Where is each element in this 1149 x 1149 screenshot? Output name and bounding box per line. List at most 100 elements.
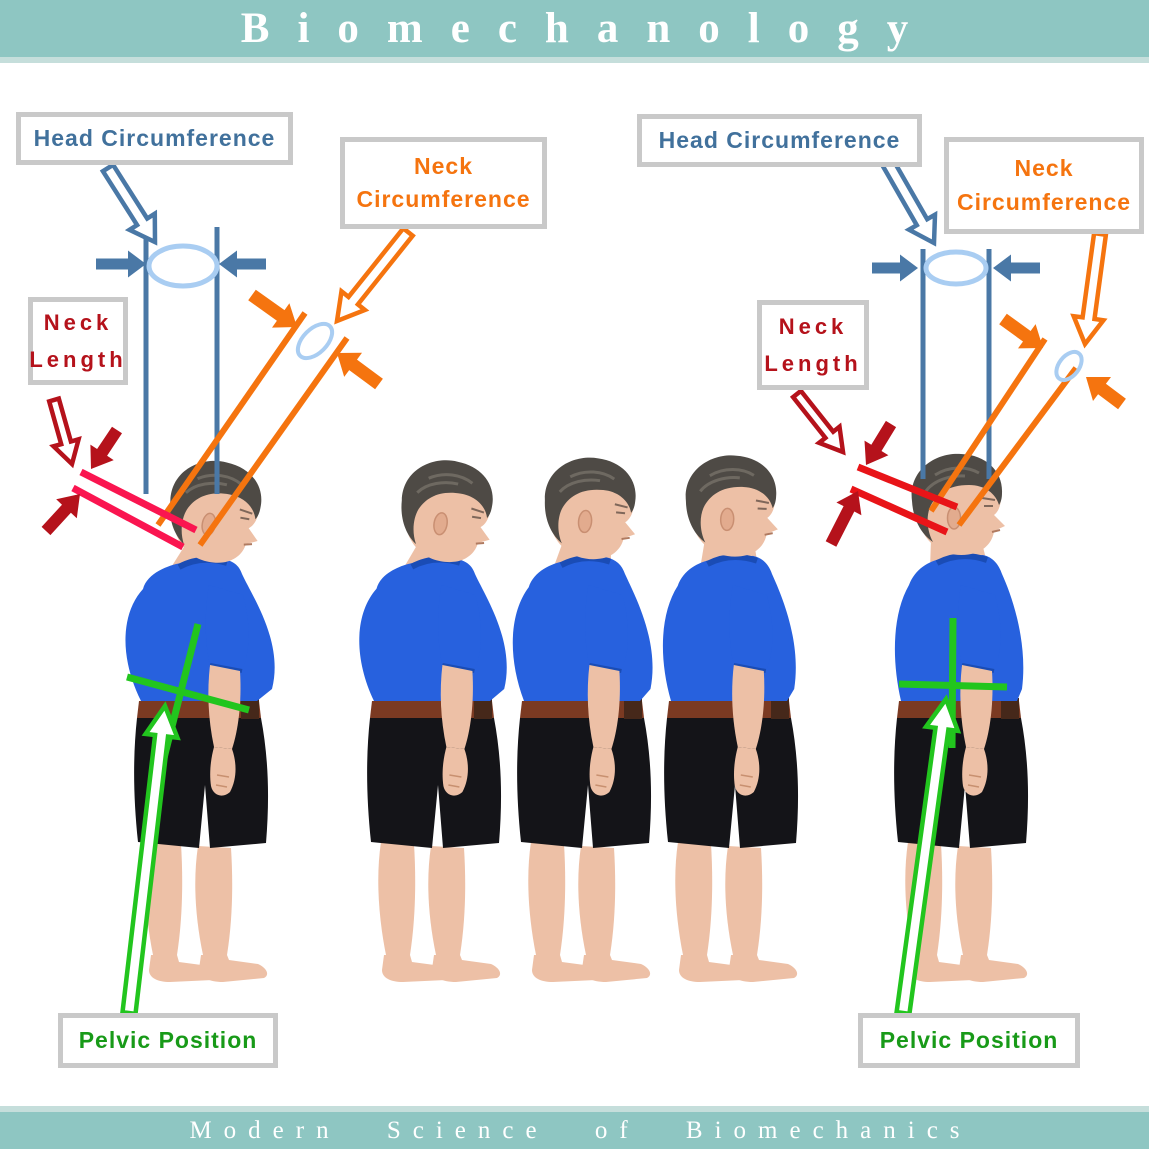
mouth (621, 536, 630, 541)
sleeve (438, 585, 481, 671)
label-neck-length-left: Neck Length (28, 297, 128, 385)
head (401, 460, 493, 563)
hand (733, 747, 760, 796)
head (685, 455, 778, 557)
sleeve (729, 585, 773, 671)
label-head-circumference-right: Head Circumference (637, 114, 922, 167)
poster-title: Biomechanology (240, 5, 937, 52)
belt-buckle (771, 698, 789, 719)
sleeve-cuff (589, 663, 622, 673)
head-circumference-ellipse-right (923, 249, 989, 287)
belt-buckle (624, 698, 642, 719)
head-squeeze-arrow-left-2 (219, 250, 266, 278)
bottom-banner: Modern Science of Biomechanics (0, 1112, 1149, 1149)
forearm (440, 665, 473, 749)
shorts (367, 718, 502, 848)
face-lines (471, 507, 485, 520)
front-foot (959, 955, 1028, 982)
head-squeeze-arrow-right-2 (993, 254, 1040, 282)
neck-circ-pointer-arrow-left (334, 225, 416, 325)
sleeve (205, 585, 249, 671)
figure-slouched-annotated (85, 443, 305, 988)
sleeve (585, 585, 628, 671)
hair-streaks (416, 473, 474, 494)
hand (442, 747, 468, 796)
label-pelvic-position-left: Pelvic Position (58, 1013, 278, 1068)
hair (685, 455, 777, 543)
belt-buckle (1001, 698, 1019, 719)
finger-lines (739, 774, 753, 788)
back-foot (532, 955, 600, 982)
sleeve (957, 585, 1001, 671)
shirt (662, 555, 796, 701)
collar (935, 553, 988, 566)
person-5 (894, 453, 1029, 982)
ear (719, 507, 735, 532)
hand (210, 747, 236, 796)
sleeve-cuff (961, 663, 995, 673)
head (169, 461, 262, 563)
person-2 (359, 460, 507, 982)
neck-squeeze-arrow-right-1 (999, 313, 1043, 349)
head-circumference-ellipse-left (146, 243, 220, 289)
head-squeeze-arrow-left-1 (96, 250, 146, 278)
sleeve-cuff (442, 663, 475, 673)
face-lines (614, 503, 628, 515)
finger-lines (448, 774, 462, 788)
label-head-circumference-left: Head Circumference (16, 112, 293, 165)
bottom-banner-edge (0, 1106, 1149, 1112)
ear (577, 509, 593, 534)
figure-improved (615, 443, 835, 988)
arm (585, 585, 628, 796)
person-4 (662, 455, 799, 982)
belt-buckle (474, 698, 492, 719)
collar (706, 554, 758, 567)
finger-lines (967, 774, 982, 788)
legs (905, 842, 1028, 982)
front-foot (582, 955, 651, 982)
finger-lines (215, 774, 230, 788)
legs (378, 842, 501, 982)
figure-slouched (318, 443, 538, 988)
back-foot (679, 955, 747, 982)
mouth (475, 541, 485, 545)
neck-circumference-ellipse-left (295, 321, 335, 361)
hair-streaks (699, 468, 755, 493)
figure-intermediate (468, 443, 688, 988)
person-1 (125, 461, 275, 982)
shorts (517, 718, 652, 848)
head-squeeze-arrow-right-1 (872, 254, 918, 282)
front-foot (729, 955, 798, 982)
poster-footer: Modern Science of Biomechanics (189, 1117, 972, 1144)
shorts (894, 718, 1029, 848)
ear (433, 512, 448, 536)
neck-circ-pointer-arrow-right (1070, 230, 1109, 349)
shorts (664, 718, 799, 848)
arm (438, 585, 481, 796)
hand (589, 747, 615, 796)
head-pointer-arrow-left (99, 161, 158, 246)
belt-buckle (241, 698, 259, 719)
neck-squeeze-arrow-right-2 (1086, 377, 1126, 410)
ear (946, 506, 962, 530)
head (911, 453, 1005, 555)
label-pelvic-position-right: Pelvic Position (858, 1013, 1080, 1068)
sleeve-cuff (733, 663, 767, 673)
neck-circumference-ellipse-right (1054, 349, 1084, 383)
neck-length-pinch-arrow-left-2 (41, 494, 80, 536)
front-foot (199, 955, 268, 982)
head-pointer-arrow-right (879, 156, 938, 247)
back-foot (382, 955, 450, 982)
mouth (764, 532, 773, 536)
hand (962, 747, 988, 796)
person-3 (512, 457, 653, 982)
figure-upright-annotated (845, 443, 1065, 988)
legs (145, 842, 268, 982)
shirt (125, 559, 275, 701)
neck-squeeze-arrow-left-1 (248, 289, 297, 328)
neck-length-pointer-arrow-left (46, 395, 82, 469)
arm (729, 585, 773, 796)
neck-squeeze-arrow-left-2 (337, 352, 383, 390)
label-neck-circumference-right: Neck Circumference (944, 137, 1144, 234)
